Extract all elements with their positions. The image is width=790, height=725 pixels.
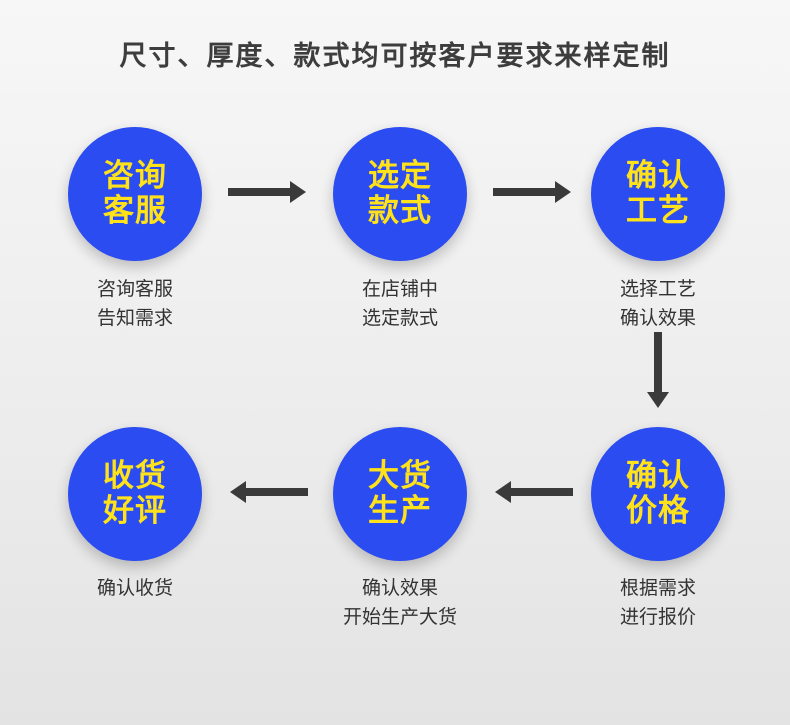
step-4-caption-line-2: 进行报价: [619, 606, 696, 628]
step-5-caption-line-1: 确认效果: [361, 577, 438, 599]
step-4-caption-line-1: 根据需求: [619, 577, 696, 599]
step-3-circle-line-2: 工艺: [626, 193, 690, 229]
step-4-caption: 根据需求 进行报价: [568, 574, 748, 632]
step-2-caption-line-2: 选定款式: [361, 307, 438, 329]
step-6-circle-line-2: 好评: [103, 493, 167, 529]
step-5-caption: 确认效果 开始生产大货: [310, 574, 490, 632]
step-1-caption-line-1: 咨询客服: [96, 278, 173, 300]
step-1-caption: 咨询客服 告知需求: [45, 275, 225, 333]
step-2-caption: 在店铺中 选定款式: [310, 275, 490, 333]
step-5-caption-line-2: 开始生产大货: [342, 606, 457, 628]
step-4-circle-line-2: 价格: [626, 493, 690, 529]
step-2-circle-line-2: 款式: [368, 193, 432, 229]
step-1-circle-line-2: 客服: [103, 193, 167, 229]
step-3-caption: 选择工艺 确认效果: [568, 275, 748, 333]
step-6-caption: 确认收货: [45, 574, 225, 603]
step-6-circle-line-1: 收货: [103, 458, 167, 494]
step-4-circle: 确认 价格: [591, 427, 725, 561]
step-2-caption-line-1: 在店铺中: [361, 278, 438, 300]
arrow-right-icon: [228, 181, 306, 203]
step-3-caption-line-2: 确认效果: [619, 307, 696, 329]
arrow-right-icon: [493, 181, 571, 203]
step-3-circle-line-1: 确认: [626, 158, 690, 194]
step-5-circle-line-1: 大货: [368, 458, 432, 494]
step-2-circle-line-1: 选定: [368, 158, 432, 194]
step-3-circle: 确认 工艺: [591, 127, 725, 261]
step-6-caption-line-1: 确认收货: [96, 577, 173, 599]
step-6-circle: 收货 好评: [68, 427, 202, 561]
step-5-circle-line-2: 生产: [368, 493, 432, 529]
page-title: 尺寸、厚度、款式均可按客户要求来样定制: [119, 41, 671, 72]
arrow-down-icon: [647, 332, 669, 408]
arrow-left-icon: [230, 481, 308, 503]
step-5-circle: 大货 生产: [333, 427, 467, 561]
step-1-caption-line-2: 告知需求: [96, 307, 173, 329]
step-2-circle: 选定 款式: [333, 127, 467, 261]
step-4-circle-line-1: 确认: [626, 458, 690, 494]
step-1-circle-line-1: 咨询: [103, 158, 167, 194]
step-3-caption-line-1: 选择工艺: [619, 278, 696, 300]
step-1-circle: 咨询 客服: [68, 127, 202, 261]
arrow-left-icon: [495, 481, 573, 503]
